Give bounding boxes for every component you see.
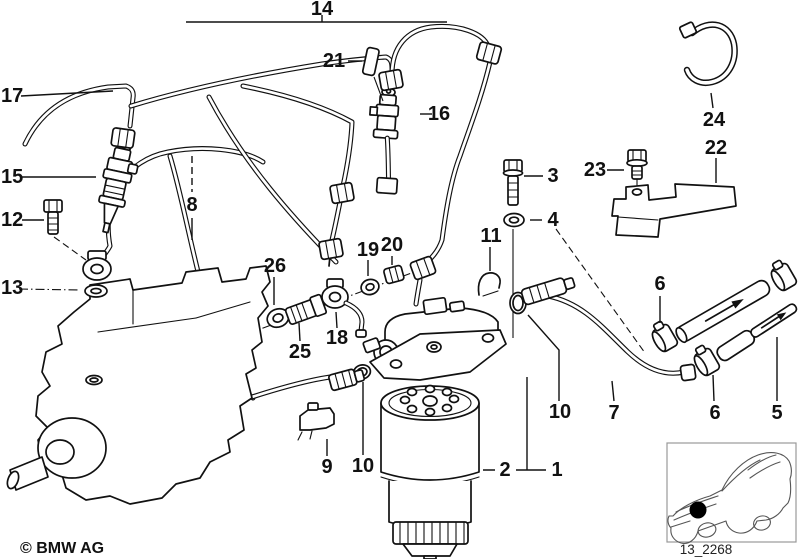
cap-21-leader (373, 76, 384, 102)
callout-label-6: 6 (654, 273, 665, 295)
banjo-fitting-18 (321, 278, 367, 338)
fitting-25 (284, 293, 328, 325)
o-ring-10-right (509, 291, 527, 315)
callout-label-22: 22 (705, 137, 727, 159)
cap-21 (361, 46, 380, 77)
hose-6-lower (716, 329, 756, 362)
callout-label-2: 2 (499, 459, 510, 481)
callout-label-9: 9 (321, 456, 332, 478)
callout-label-10: 10 (549, 401, 571, 423)
injector-15 (98, 141, 139, 234)
injection-pipes (22, 23, 493, 307)
callout-label-7: 7 (608, 402, 619, 424)
washer-19 (360, 278, 380, 296)
spring-clip-11 (477, 272, 501, 297)
callout-label-18: 18 (326, 327, 348, 349)
callout-label-17: 17 (1, 85, 23, 107)
callout-label-26: 26 (264, 255, 286, 277)
bolt-3 (502, 159, 524, 206)
fuel-filter (380, 384, 480, 559)
inset-border (666, 442, 797, 543)
washer-4 (503, 212, 525, 228)
inlet-fitting (328, 368, 366, 392)
filter-bracket (369, 329, 507, 381)
callout-label-19: 19 (357, 239, 379, 261)
callout-label-6: 6 (709, 402, 720, 424)
callout-label-25: 25 (289, 341, 311, 363)
callout-label-8: 8 (186, 194, 197, 216)
callout-label-12: 12 (1, 209, 23, 231)
callout-label-16: 16 (428, 103, 450, 125)
bolt-23 (626, 149, 648, 180)
callout-label-10: 10 (352, 455, 374, 477)
callout-label-4: 4 (547, 209, 559, 231)
callout-label-3: 3 (547, 165, 558, 187)
bracket-22 (611, 183, 737, 238)
callout-label-23: 23 (584, 159, 606, 181)
injector-16 (369, 87, 400, 195)
callout-label-20: 20 (381, 234, 403, 256)
diagram-code: 13_2268 (680, 542, 733, 557)
hose-assembly-right (646, 256, 799, 379)
copyright-text: © BMW AG (20, 540, 104, 557)
hose-7 (520, 277, 697, 382)
car-location-inset (666, 442, 797, 544)
washer-26 (266, 307, 290, 329)
callout-label-11: 11 (480, 225, 501, 247)
callout-label-14: 14 (311, 0, 334, 20)
banjo-fitting-pump (82, 250, 112, 281)
callout-label-24: 24 (703, 109, 726, 131)
callout-label-21: 21 (323, 50, 345, 72)
banjo-bolt-12 (43, 199, 63, 235)
location-marker-dot (689, 501, 707, 519)
callout-leaders (18, 15, 778, 471)
hose-6-upper (675, 279, 771, 344)
spring-clip-9 (297, 402, 335, 441)
clip-24 (678, 21, 738, 86)
callout-label-1: 1 (551, 459, 562, 481)
callout-label-15: 15 (1, 166, 23, 188)
pipe-5 (750, 303, 798, 338)
washer-13 (84, 284, 108, 298)
injection-pump (6, 265, 271, 505)
callout-label-13: 13 (1, 277, 23, 299)
callout-label-5: 5 (771, 402, 782, 424)
nut-20 (383, 264, 405, 285)
